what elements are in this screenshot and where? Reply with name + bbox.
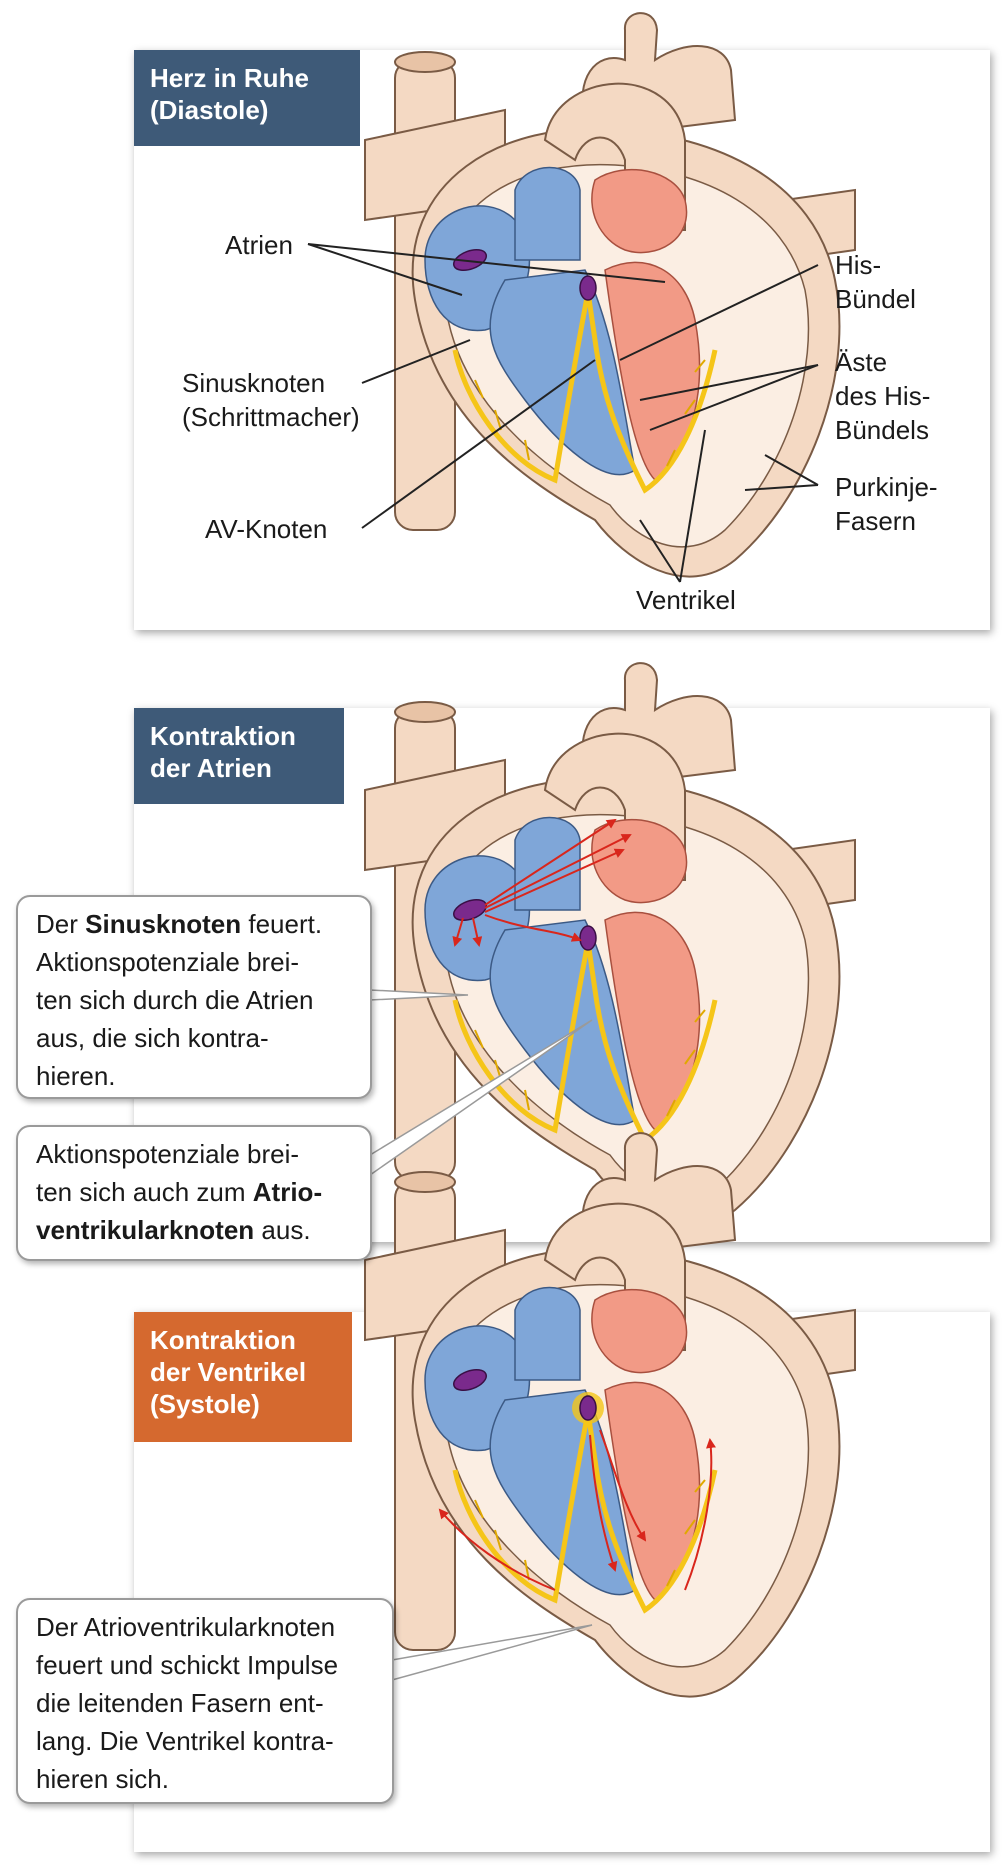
callout-line-1: Aktionspotenziale brei- — [36, 1139, 300, 1169]
title-badge-systole: Kontraktion der Ventrikel (Systole) — [134, 1312, 352, 1442]
callout-av-knoten: Aktionspotenziale brei- ten sich auch zu… — [16, 1125, 372, 1261]
label-aeste-line3: Bündels — [835, 415, 929, 445]
callout-line-5: hieren sich. — [36, 1764, 169, 1794]
label-purkinje-line2: Fasern — [835, 506, 916, 536]
label-purkinje-line1: Purkinje- — [835, 472, 938, 502]
title-line-2: der Ventrikel — [150, 1357, 307, 1387]
bold-term: ventrikularknoten — [36, 1215, 255, 1245]
callout-line-2: ten sich auch zum Atrio- — [36, 1173, 352, 1211]
callout-line-1: Der Atrioventrikularknoten — [36, 1612, 336, 1642]
label-aeste-line1: Äste — [835, 347, 888, 377]
text: feuert. — [241, 909, 323, 939]
callout-av-fires: Der Atrioventrikularknoten feuert und sc… — [16, 1598, 394, 1804]
heart-diagram-systole — [355, 1120, 875, 1720]
callout-line-3: die leitenden Fasern ent- — [36, 1688, 324, 1718]
callout-line-1: Der Sinusknoten feuert. — [36, 905, 352, 943]
text: Der — [36, 909, 86, 939]
callout-line-3: ventrikularknoten aus. — [36, 1211, 352, 1249]
label-his-buendel: His- Bündel — [835, 248, 916, 316]
title-badge-atrial: Kontraktion der Atrien — [134, 708, 344, 804]
label-atrien: Atrien — [225, 230, 293, 260]
text: ten sich auch zum — [36, 1177, 253, 1207]
title-line-2: (Diastole) — [150, 95, 269, 125]
label-aeste-line2: des His- — [835, 381, 931, 411]
title-line-1: Kontraktion — [150, 721, 296, 751]
callout-sinusknoten: Der Sinusknoten feuert. Aktionspotenzial… — [16, 895, 372, 1099]
title-line-2: der Atrien — [150, 753, 272, 783]
bold-term: Sinusknoten — [85, 909, 242, 939]
title-line-3: (Systole) — [150, 1389, 260, 1419]
heart-diagram-atrial — [355, 650, 875, 1250]
label-his-line2: Bündel — [835, 284, 916, 314]
label-purkinje: Purkinje- Fasern — [835, 470, 938, 538]
title-line-1: Herz in Ruhe — [150, 63, 309, 93]
label-av-knoten: AV-Knoten — [205, 514, 328, 544]
callout-line-2: Aktionspotenziale brei- — [36, 947, 300, 977]
label-aeste: Äste des His- Bündels — [835, 345, 930, 447]
label-his-line1: His- — [835, 250, 882, 280]
title-badge-diastole: Herz in Ruhe (Diastole) — [134, 50, 360, 146]
label-sinusknoten: Sinusknoten (Schrittmacher) — [182, 366, 360, 434]
callout-line-2: feuert und schickt Impulse — [36, 1650, 339, 1680]
label-ventrikel: Ventrikel — [636, 585, 736, 615]
callout-line-3: ten sich durch die Atrien — [36, 985, 314, 1015]
title-line-1: Kontraktion — [150, 1325, 296, 1355]
text: aus. — [254, 1215, 311, 1245]
label-sinusknoten-line1: Sinusknoten — [182, 368, 326, 398]
label-sinusknoten-line2: (Schrittmacher) — [182, 402, 360, 432]
bold-term: Atrio- — [252, 1177, 323, 1207]
callout-line-4: lang. Die Ventrikel kontra- — [36, 1726, 334, 1756]
callout-line-5: hieren. — [36, 1061, 116, 1091]
callout-line-4: aus, die sich kontra- — [36, 1023, 269, 1053]
